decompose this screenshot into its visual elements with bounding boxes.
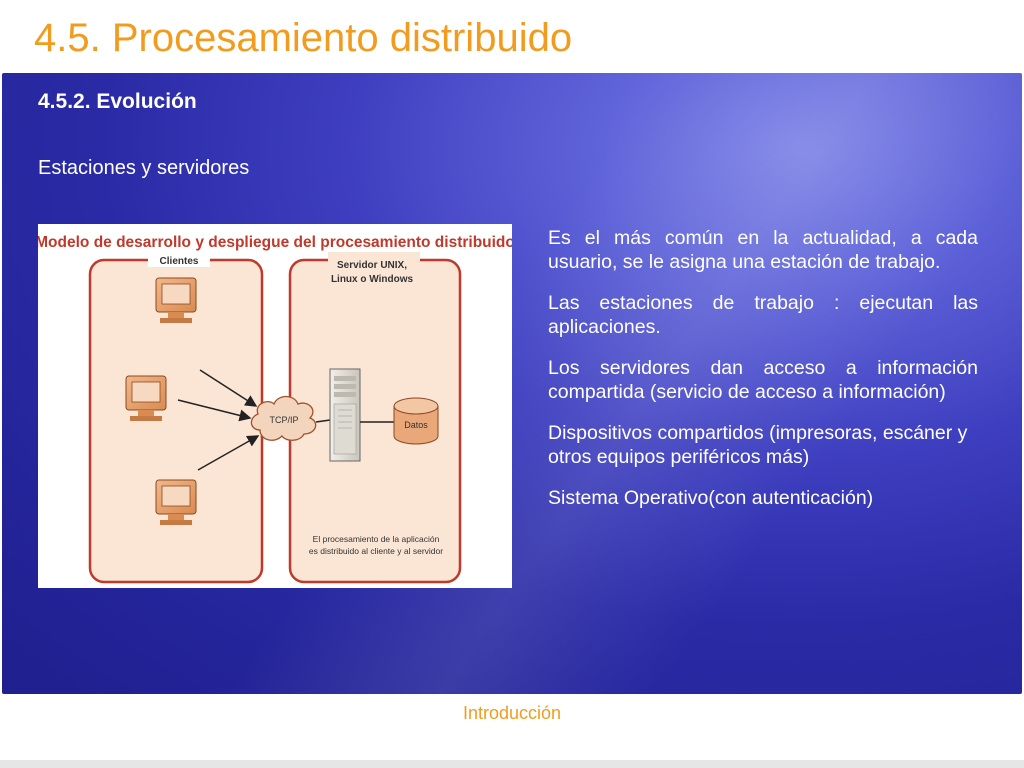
network-label: TCP/IP <box>269 415 298 425</box>
bullet-text: Es el más común en la actualidad, a cada… <box>548 227 978 273</box>
client-monitor-icon <box>155 277 197 323</box>
slide-title: 4.5. Procesamiento distribuido <box>34 16 573 60</box>
database-label: Datos <box>404 420 428 430</box>
bottom-strip <box>0 760 1024 768</box>
server-label-line2: Linux o Windows <box>331 274 414 285</box>
diagram-note-line2: es distribuido al cliente y al servidor <box>309 546 443 556</box>
client-monitor-icon <box>125 375 167 421</box>
footer-label: Introducción <box>462 703 562 723</box>
network-cloud-icon: TCP/IP <box>250 395 317 441</box>
clients-label: Clientes <box>160 256 199 267</box>
slide-subtitle: 4.5.2. Evolución <box>38 90 197 113</box>
bullet-list: Es el más común en la actualidad, a cada… <box>548 226 978 527</box>
connection-arrow <box>197 435 260 471</box>
bullet-text: Las estaciones de trabajo : ejecutan las… <box>548 292 978 338</box>
section-heading: Estaciones y servidores <box>38 157 250 179</box>
server-label-line1: Servidor UNIX, <box>337 260 407 271</box>
diagram-note-line1: El procesamiento de la aplicación <box>313 534 440 544</box>
bullet-text: Los servidores dan acceso a información … <box>548 357 978 403</box>
connection-arrow <box>177 399 252 422</box>
bullet-text: Sistema Operativo(con autenticación) <box>548 487 874 509</box>
client-monitor-icon <box>155 479 197 525</box>
content-panel <box>2 73 1022 694</box>
distributed-processing-diagram: Modelo de desarrollo y despliegue del pr… <box>38 224 512 588</box>
connection-arrow <box>199 369 258 407</box>
database-icon: Datos <box>393 397 439 445</box>
diagram-title: Modelo de desarrollo y despliegue del pr… <box>38 234 512 251</box>
connection-line <box>315 419 331 423</box>
server-tower-icon <box>329 368 361 462</box>
bullet-text: Dispositivos compartidos (impresoras, es… <box>548 422 968 468</box>
